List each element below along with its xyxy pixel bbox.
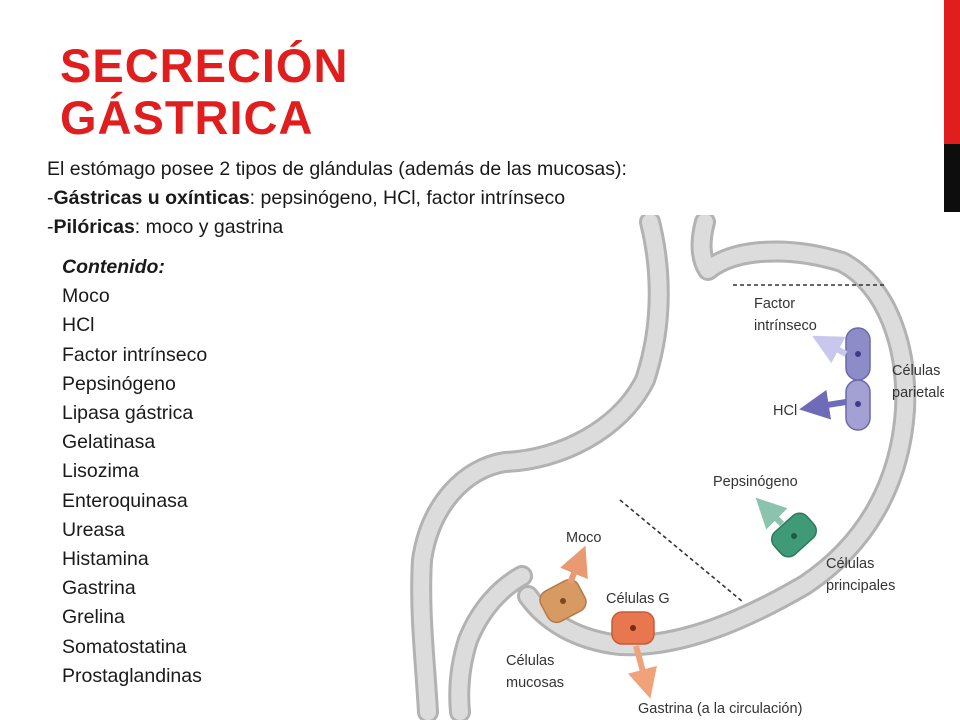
label-gastrin: Gastrina (a la circulación) bbox=[638, 701, 802, 717]
label-chief-2: principales bbox=[826, 578, 895, 594]
pepsinogen-arrow bbox=[755, 497, 788, 530]
intro-line-3-rest: : moco y gastrina bbox=[134, 216, 284, 238]
intro-line-3: -Pilóricas: moco y gastrina bbox=[47, 213, 627, 242]
content-item: Grelina bbox=[62, 606, 125, 629]
intro-line-2: -Gástricas u oxínticas: pepsinógeno, HCl… bbox=[47, 184, 627, 213]
title-line-2: GÁSTRICA bbox=[60, 91, 314, 144]
region-dividers bbox=[619, 284, 886, 603]
intro-line-3-bold: Pilóricas bbox=[53, 216, 135, 238]
content-heading: Contenido: bbox=[62, 256, 165, 278]
stomach-outline bbox=[410, 215, 917, 720]
label-mucous-2: mucosas bbox=[506, 675, 564, 691]
stomach-diagram-svg: Factor intrínseco Células parietales HCl… bbox=[410, 215, 944, 720]
slide-title: SECRECIÓN GÁSTRICA bbox=[60, 40, 348, 144]
intro-line-2-bold: Gástricas u oxínticas bbox=[53, 187, 250, 209]
accent-bar-black bbox=[944, 144, 960, 212]
label-chief-1: Células bbox=[826, 556, 874, 572]
label-mucus: Moco bbox=[566, 530, 601, 546]
factor-arrow bbox=[812, 335, 848, 364]
mucous-cell bbox=[539, 578, 587, 624]
label-pepsinogen: Pepsinógeno bbox=[713, 474, 798, 490]
intro-line-3-prefix: - bbox=[47, 216, 54, 238]
stomach-diagram: Factor intrínseco Células parietales HCl… bbox=[400, 215, 944, 720]
gastrin-arrow bbox=[628, 645, 657, 699]
accent-bar-red bbox=[944, 0, 960, 144]
label-g-cells: Células G bbox=[606, 591, 670, 607]
chief-cell bbox=[770, 512, 818, 558]
content-item: Lipasa gástrica bbox=[62, 402, 194, 425]
content-item: Lisozima bbox=[62, 460, 139, 483]
content-item: Ureasa bbox=[62, 518, 125, 541]
parietal-cells bbox=[845, 327, 871, 431]
content-item: Prostaglandinas bbox=[62, 664, 202, 687]
content-item: Factor intrínseco bbox=[62, 343, 208, 366]
title-line-1: SECRECIÓN bbox=[60, 39, 349, 92]
content-item: Gelatinasa bbox=[62, 431, 156, 454]
content-item: Gastrina bbox=[62, 577, 136, 600]
label-hcl: HCl bbox=[773, 403, 797, 419]
content-item: Pepsinógeno bbox=[62, 372, 176, 395]
content-list: Contenido: Moco HCl Factor intrínseco Pe… bbox=[62, 253, 207, 691]
content-item: HCl bbox=[62, 314, 95, 337]
label-factor-2: intrínseco bbox=[754, 318, 817, 334]
intro-text: El estómago posee 2 tipos de glándulas (… bbox=[47, 155, 627, 242]
intro-line-2-prefix: - bbox=[47, 187, 54, 209]
intro-line-1: El estómago posee 2 tipos de glándulas (… bbox=[47, 158, 627, 180]
label-factor-1: Factor bbox=[754, 296, 795, 312]
g-cell bbox=[611, 611, 655, 645]
label-parietal-2: parietales bbox=[892, 385, 944, 401]
content-item: Histamina bbox=[62, 548, 149, 571]
intro-line-2-rest: : pepsinógeno, HCl, factor intrínseco bbox=[249, 187, 566, 209]
content-item: Somatostatina bbox=[62, 635, 187, 658]
label-mucous-1: Células bbox=[506, 653, 554, 669]
mucus-arrow bbox=[560, 545, 588, 585]
label-parietal-1: Células bbox=[892, 363, 940, 379]
hcl-arrow bbox=[799, 389, 847, 420]
content-item: Enteroquinasa bbox=[62, 489, 188, 512]
content-item: Moco bbox=[62, 285, 110, 308]
